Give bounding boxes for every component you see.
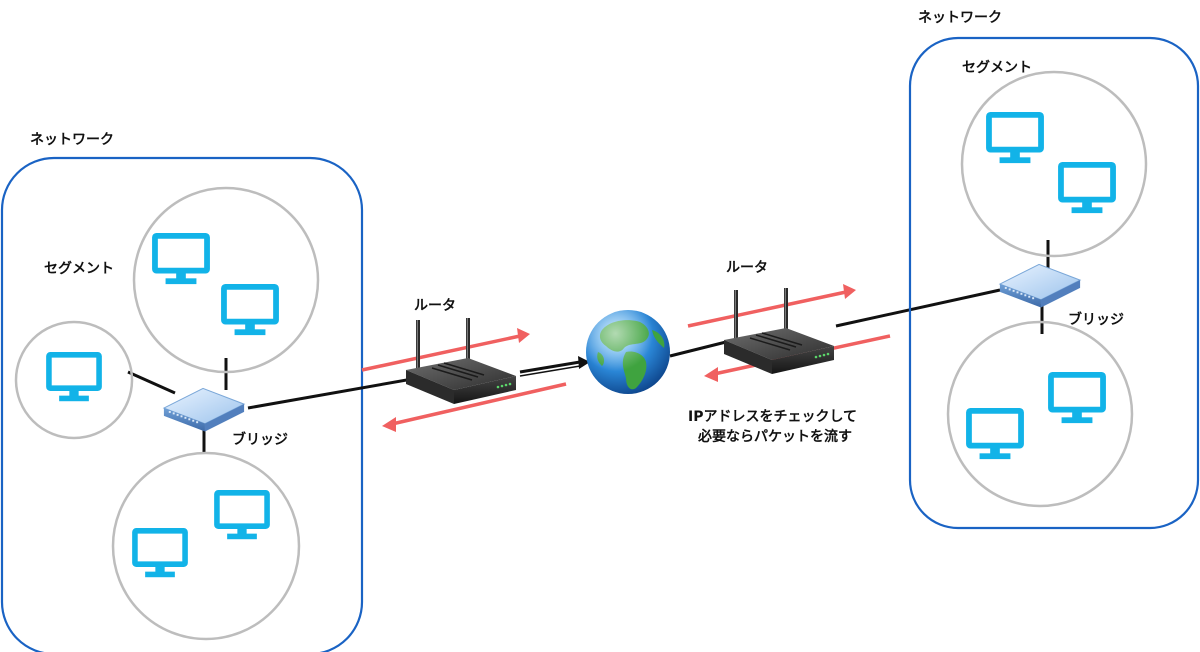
router-note-line1: IPアドレスをチェックして: [688, 409, 857, 425]
wire-router-to-internet: [519, 365, 581, 377]
bridge-switch-icon: [163, 387, 245, 432]
monitor-icon: [1051, 375, 1103, 423]
monitor-icon: [155, 236, 207, 284]
packet-flow-arrow-out: [687, 290, 847, 328]
globe-highlight: [586, 310, 670, 394]
wire-bridge-to-router: [247, 376, 419, 410]
monitor-icon: [49, 355, 99, 401]
router-icon: [723, 288, 835, 375]
left-network: ネットワーク セグメント ブリッジ: [0, 132, 419, 652]
left-segment-label: セグメント: [44, 260, 114, 277]
left-bottom-segment: [111, 451, 301, 641]
packet-arrowhead: [382, 417, 396, 432]
packet-arrowhead: [517, 328, 530, 343]
left-small-segment: [14, 320, 134, 440]
router-icon: [405, 318, 517, 405]
left-router: ルータ: [361, 298, 590, 432]
right-network: ネットワーク セグメント ブリッジ: [908, 10, 1200, 530]
monitor-icon: [969, 411, 1021, 459]
monitor-icon: [217, 493, 267, 539]
right-segment-label: セグメント: [962, 59, 1032, 76]
wire-internet-to-router: [669, 340, 727, 358]
left-network-title: ネットワーク: [30, 132, 114, 148]
wire-router-to-internet: [519, 360, 581, 374]
right-top-segment: [960, 70, 1148, 258]
bridge-switch-icon: [999, 263, 1081, 308]
packet-flow-arrow-out: [361, 334, 521, 372]
monitor-icon: [224, 287, 276, 335]
right-bridge-label: ブリッジ: [1068, 311, 1124, 328]
monitor-icon: [1061, 165, 1113, 213]
wire-bridge-to-small-segment: [127, 370, 176, 395]
internet: [586, 310, 727, 394]
packet-arrowhead: [843, 284, 856, 299]
router-note-line2: 必要ならパケットを流す: [697, 428, 852, 445]
left-top-segment: [132, 186, 320, 374]
monitor-icon: [135, 531, 185, 577]
packet-flow-arrow-in: [391, 382, 567, 426]
monitor-icon: [989, 115, 1041, 163]
right-network-title: ネットワーク: [918, 10, 1002, 26]
right-bottom-segment: [946, 320, 1134, 508]
wire-router-to-bridge: [835, 288, 1001, 328]
left-bridge-label: ブリッジ: [232, 431, 288, 448]
left-router-label: ルータ: [414, 298, 456, 314]
right-router: ルータ IPアドレスをチェックして 必要ならパケットを流す: [687, 260, 1001, 445]
packet-arrowhead: [704, 367, 718, 382]
wire-arrowhead: [578, 356, 590, 369]
left-network-boundary: [0, 156, 364, 652]
right-router-label: ルータ: [726, 260, 768, 276]
right-network-boundary: [908, 36, 1200, 530]
